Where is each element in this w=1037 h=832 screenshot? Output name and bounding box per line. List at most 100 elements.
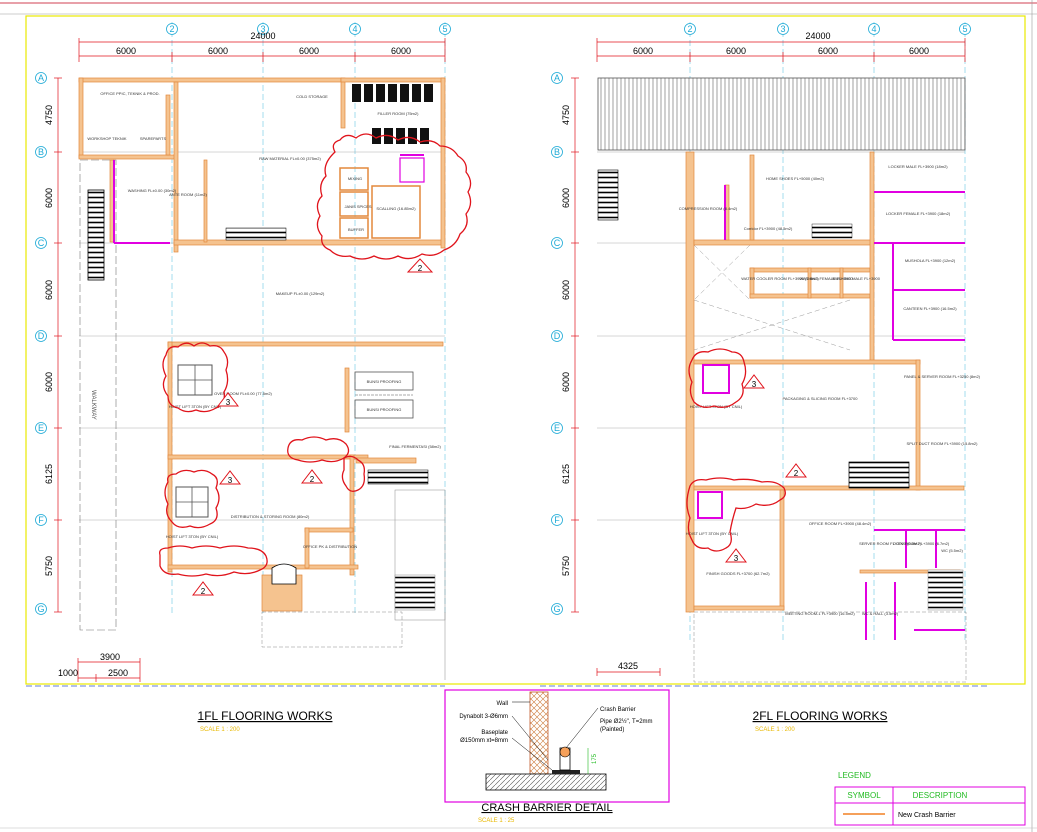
grid-bubble-icon (35, 146, 47, 158)
grid-label: B (38, 147, 44, 157)
grid-bubble-icon (35, 422, 47, 434)
floor-slab (485, 773, 607, 791)
room-label: WASHING FL±0.00 (30m2) (128, 188, 177, 193)
row-dimension: 6000 (561, 188, 571, 208)
grid-bubble-icon (551, 330, 563, 342)
hoist-lift-3 (702, 364, 730, 394)
row-dimension: 6125 (561, 464, 571, 484)
room-label: FINAL FERMENTASI (58m2) (389, 444, 441, 449)
bay-dimension: 6000 (909, 46, 929, 56)
room-label: ANTE ROOM (11m2) (169, 192, 207, 197)
offset-dimension: 3900 (100, 652, 120, 662)
plan2-bottom-dimensions (540, 668, 990, 687)
grid-bubble-icon (166, 23, 178, 35)
room-label: BUNSI PROOFING (367, 407, 402, 412)
detail-label-baseplate: Baseplate (481, 730, 508, 736)
offset-dimension: 1000 (58, 668, 78, 678)
hoist-lift-1 (177, 364, 213, 396)
room-label: CCTV ROOM FL+3900 (6.7m2) (893, 541, 950, 546)
grid-bubble-icon (551, 146, 563, 158)
row-dimension: 4750 (44, 105, 54, 125)
revision-triangle-icon (406, 258, 434, 273)
grid-label: A (38, 73, 44, 83)
room-label: MAKEUP FL±0.00 (129m2) (276, 291, 325, 296)
revision-triangle-icon (784, 463, 808, 478)
row-dimension: 4750 (561, 105, 571, 125)
grid-label: A (554, 73, 560, 83)
stair-icon (225, 227, 287, 241)
room-label: MIXING (348, 176, 362, 181)
plan1-bottom-dimensions (26, 658, 445, 687)
room-label: BUFFER (348, 227, 364, 232)
washbasin-row-icon (811, 223, 853, 239)
grid-bubble-icon (868, 23, 880, 35)
detail-label-pipe: Pipe Ø2½", T=2mm (600, 718, 653, 725)
sink-icon (399, 157, 425, 183)
revision-triangle-icon (724, 548, 748, 563)
walkway: WALKWAY (79, 159, 117, 631)
grid-label: F (554, 515, 560, 525)
revision-number: 3 (734, 554, 739, 563)
room-label: SPLIT DUCT ROOM FL+3900 (15.8m2) (907, 441, 979, 446)
grid-bubble-icon (35, 330, 47, 342)
room-label: DISTRIBUTION & STORING ROOM (80m2) (231, 514, 310, 519)
grid-label: C (38, 238, 45, 248)
room-label: Corridor FL+3900 (48.5m2) (744, 226, 793, 231)
room-label: HOIST LIFT 3TON (BY CNIL) (166, 534, 219, 539)
room-label: WORKSHOP TEKNIK (87, 136, 127, 141)
room-label: WC & HALL (3.5m2) (862, 611, 899, 616)
plan2-revision-triangles: 3 2 3 (724, 374, 808, 563)
plan2-grid-rows (597, 151, 965, 521)
room-label: WASHING FEMALE FL+3900 (799, 276, 853, 281)
grid-label: E (554, 423, 560, 433)
room-label: HOME SHOES FL+5000 (40m2) (766, 176, 825, 181)
bay-dimension: 6000 (299, 46, 319, 56)
detail-label-wall: Wall (497, 701, 508, 707)
grid-label: G (37, 604, 44, 614)
rack-icon (367, 469, 429, 485)
plan1-magenta-partitions (113, 154, 424, 244)
room-label: FINISH GOODS FL+3700 (62.7m2) (706, 571, 770, 576)
plan1-scale: SCALE 1 : 200 (200, 727, 240, 733)
grid-label: 4 (871, 24, 876, 34)
wall-section (529, 691, 549, 775)
revision-number: 3 (226, 398, 231, 407)
void-area (693, 244, 851, 351)
grid-bubble-icon (439, 23, 451, 35)
revision-triangle-icon (300, 469, 324, 484)
bay-dimension: 6000 (208, 46, 228, 56)
plan1-annex (261, 489, 446, 680)
detail-label-crash-barrier: Crash Barrier (600, 707, 636, 713)
room-label: LOCKER FEMALE FL+3900 (18m2) (886, 211, 951, 216)
pipe-section-icon (559, 746, 571, 758)
plan2-annex (693, 569, 967, 683)
room-label: JANIS SPICES (344, 204, 371, 209)
grid-label: D (554, 331, 561, 341)
grid-label: E (38, 423, 44, 433)
overall-dimension: 24000 (805, 31, 830, 41)
detail-label-baseplate-size: Ø150mm xt=8mm (460, 738, 508, 744)
proofer-box (354, 399, 414, 419)
detail-label-dynabolt: Dynabolt 3-Ø6mm (459, 714, 508, 720)
room-label: CANTEEN FL+3900 (16.5m2) (903, 306, 957, 311)
walkway-label: WALKWAY (90, 390, 96, 420)
grid-label: G (553, 604, 560, 614)
bay-dimension: 6000 (726, 46, 746, 56)
offset-dimension: 4325 (618, 661, 638, 671)
grid-bubble-icon (551, 603, 563, 615)
grid-label: C (554, 238, 561, 248)
row-dimension: 6000 (44, 188, 54, 208)
room-label: COMPRESSION ROOM (8.4m2) (679, 206, 738, 211)
room-label: MEETING ROOM-1 FL+3900 (16.5m2) (785, 611, 855, 616)
plan2-walls (685, 151, 965, 613)
revision-triangle-icon (218, 470, 242, 485)
grid-label: F (38, 515, 44, 525)
plan-1fl: 2 3 4 5 24000 6000 6000 6000 6000 (26, 22, 472, 733)
hoist-lift-2 (175, 486, 209, 518)
detail-scale: SCALE 1 : 25 (478, 818, 515, 824)
room-label: BUNSI PROOFING (367, 379, 402, 384)
room-label: HOIST LIFT 3TON (BY CNIL) (686, 531, 739, 536)
row-dimension: 6000 (561, 372, 571, 392)
grid-bubble-icon (959, 23, 971, 35)
